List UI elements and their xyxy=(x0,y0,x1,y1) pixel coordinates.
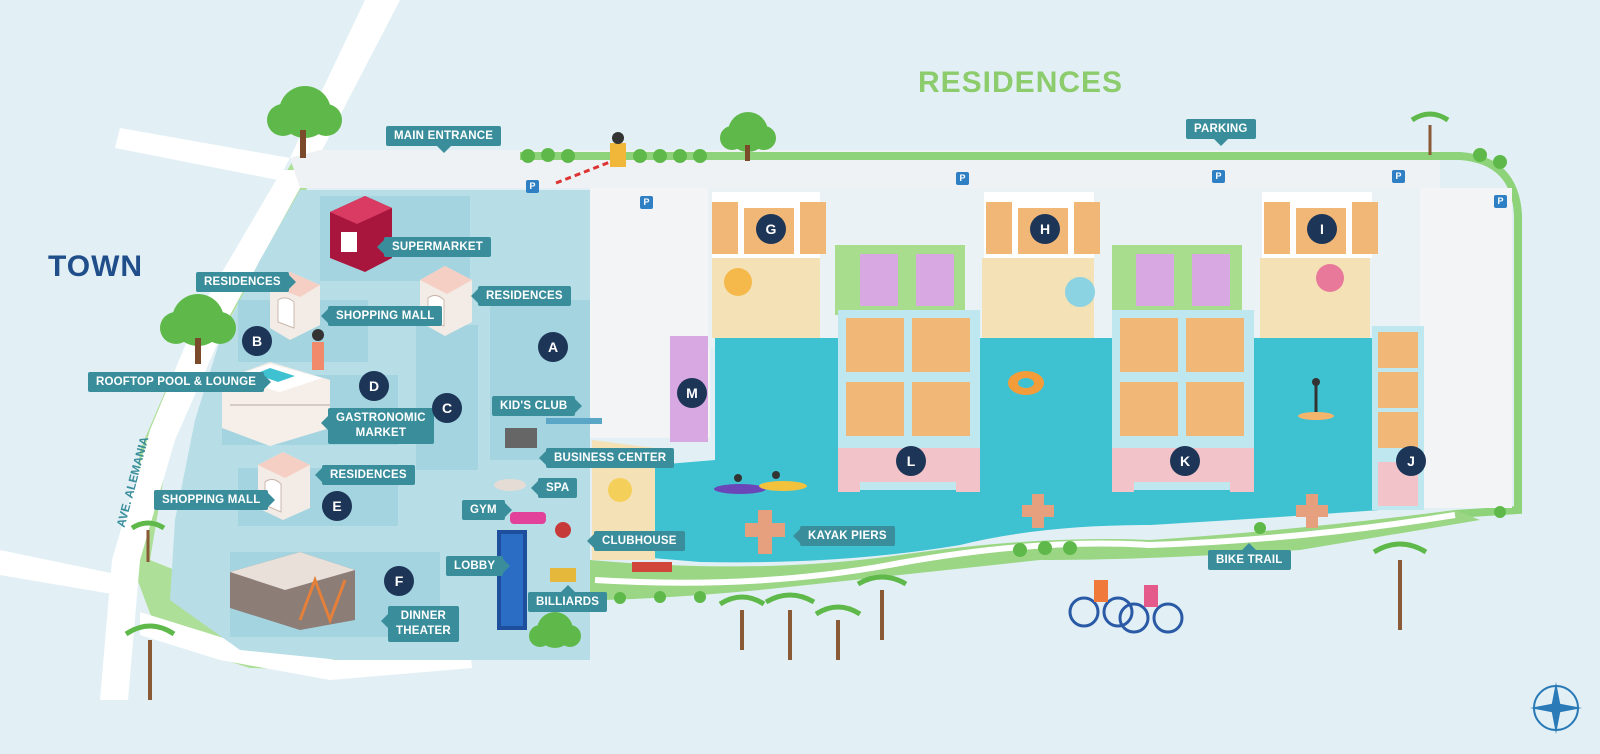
cyclist-icon xyxy=(1068,580,1184,634)
lobby-door xyxy=(497,530,527,630)
zone-c-badge: C xyxy=(432,393,462,423)
pier-2 xyxy=(1022,494,1054,528)
beach-i xyxy=(1260,258,1370,338)
residences-label-e: RESIDENCES xyxy=(315,465,415,485)
zone-k-badge: K xyxy=(1170,446,1200,476)
umbrella-icon xyxy=(724,268,752,296)
zone-m-badge: M xyxy=(677,378,707,408)
building-l xyxy=(835,245,980,492)
lobby-label: LOBBY xyxy=(446,556,511,576)
business-center-label: BUSINESS CENTER xyxy=(538,448,675,468)
gastronomic-label-line2: MARKET xyxy=(355,427,407,439)
bench-icon xyxy=(632,562,672,572)
spa-stones-icon xyxy=(494,479,526,491)
rooftop-pool-label: ROOFTOP POOL & LOUNGE xyxy=(88,372,272,392)
dinner-theater-label: DINNER THEATER xyxy=(381,606,459,642)
clubhouse-label: CLUBHOUSE xyxy=(587,531,685,551)
float-ring-icon xyxy=(1008,371,1044,395)
gym-label: GYM xyxy=(462,500,512,520)
hedge xyxy=(521,148,1507,604)
drink-icon xyxy=(555,522,571,538)
zone-f-badge: F xyxy=(384,566,414,596)
parking-sign-icon: P xyxy=(1494,195,1507,208)
parking-lot-east xyxy=(1420,188,1512,508)
palm-tree-icon xyxy=(124,111,1450,700)
billiards-label: BILLIARDS xyxy=(528,585,608,612)
parking-label: PARKING xyxy=(1186,119,1256,146)
residences-border xyxy=(520,152,1522,518)
parking-sign-icon: P xyxy=(956,172,969,185)
billiard-table-icon xyxy=(550,568,576,582)
parking-sign-icon: P xyxy=(640,196,653,209)
left-green-area xyxy=(130,150,470,670)
kayak-icon xyxy=(714,471,807,494)
zone-j-badge: J xyxy=(1396,446,1426,476)
kayak-piers-label: KAYAK PIERS xyxy=(793,526,895,546)
shopping-mall-label-e: SHOPPING MALL xyxy=(154,490,276,510)
umbrella-icon xyxy=(1316,264,1344,292)
paddleboard-icon xyxy=(1298,378,1334,420)
security-guard-icon xyxy=(610,132,626,167)
laptop-icon xyxy=(505,428,537,448)
tree-icon xyxy=(529,612,581,648)
road-west xyxy=(115,128,290,180)
residences-label-c: RESIDENCES xyxy=(471,286,571,306)
dinner-theater-label-line1: DINNER xyxy=(400,610,447,622)
residences-heading: RESIDENCES xyxy=(918,66,1124,99)
parking-sign-icon: P xyxy=(1392,170,1405,183)
zone-l-badge: L xyxy=(896,446,926,476)
dinner-theater-label-line2: THEATER xyxy=(396,625,451,637)
zone-i-badge: I xyxy=(1307,214,1337,244)
bike-trail-label: BIKE TRAIL xyxy=(1208,543,1291,570)
building-j xyxy=(1372,326,1424,510)
tree-icon xyxy=(267,86,342,158)
parking-sign-icon: P xyxy=(1212,170,1225,183)
umbrella-icon xyxy=(1065,277,1095,307)
shopper-icon xyxy=(312,329,324,370)
residences-label-b: RESIDENCES xyxy=(196,272,296,292)
zone-h-badge: H xyxy=(1030,214,1060,244)
kayak-pier xyxy=(745,510,785,554)
zone-d-badge: D xyxy=(359,371,389,401)
road-south xyxy=(140,612,472,680)
kids-club-label: KID'S CLUB xyxy=(492,396,583,416)
shopping-mall-label-b: SHOPPING MALL xyxy=(320,306,443,326)
parking-sign-icon: P xyxy=(526,180,539,193)
spa-label: SPA xyxy=(530,478,578,498)
beach-g xyxy=(712,258,820,338)
supermarket-label: SUPERMARKET xyxy=(376,237,492,257)
seesaw-icon xyxy=(546,418,602,424)
zone-g-badge: G xyxy=(756,214,786,244)
pier-3 xyxy=(1296,494,1328,528)
town-heading: TOWN xyxy=(48,250,144,283)
zone-a-badge: A xyxy=(538,332,568,362)
gym-dumbbell-icon xyxy=(510,512,546,524)
gastronomic-market-label: GASTRONOMIC MARKET xyxy=(321,408,434,444)
road-ave-alemania xyxy=(100,170,310,700)
compass-rose-icon xyxy=(1530,682,1582,734)
supermarket-building xyxy=(330,196,392,272)
tree-icon xyxy=(160,294,236,364)
zone-b-badge: B xyxy=(242,326,272,356)
zone-e-badge: E xyxy=(322,491,352,521)
road-southwest xyxy=(0,550,135,598)
main-entrance-label: MAIN ENTRANCE xyxy=(386,126,502,153)
dinner-theater-building xyxy=(230,552,355,630)
tree-icon xyxy=(720,112,776,161)
bike-trail xyxy=(594,512,1456,586)
umbrella-icon xyxy=(608,478,632,502)
gastronomic-label-line1: GASTRONOMIC xyxy=(336,412,426,424)
